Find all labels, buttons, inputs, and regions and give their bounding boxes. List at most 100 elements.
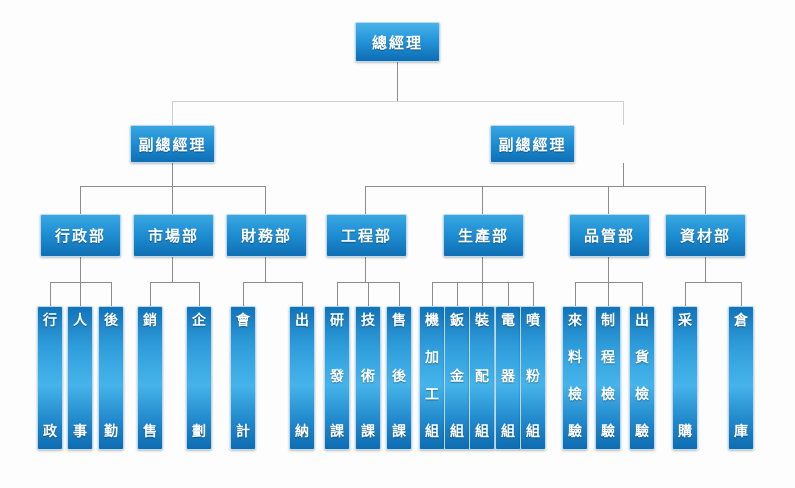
connector-u13-drop (482, 282, 483, 306)
connector-u04-drop (150, 282, 151, 306)
node-general-manager[interactable]: 總經理 (355, 22, 440, 62)
connector-root-stem (397, 62, 398, 101)
connector-u17-drop (608, 282, 609, 306)
connector-admin-stem (80, 257, 81, 282)
node-unit-sales[interactable]: 銷售 (137, 306, 163, 450)
node-unit-powdercoat-team[interactable]: 噴粉組 (520, 306, 546, 450)
connector-engineering-drop (365, 186, 366, 214)
node-label-char: 技 (361, 313, 375, 329)
node-label: 市場部 (147, 227, 199, 245)
node-dept-admin[interactable]: 行政部 (40, 214, 121, 257)
node-label-char: 課 (361, 424, 375, 441)
node-unit-purchasing[interactable]: 采購 (672, 306, 698, 450)
node-label-char: 勤 (104, 424, 118, 441)
connector-materials-stem (705, 257, 706, 282)
node-label-char: 庫 (734, 424, 748, 441)
node-label-char: 裝 (475, 313, 489, 329)
node-dept-production[interactable]: 生產部 (443, 214, 524, 257)
node-dept-materials[interactable]: 資材部 (665, 214, 746, 257)
node-unit-planning[interactable]: 企劃 (186, 306, 212, 450)
node-unit-rnd-section[interactable]: 研發課 (324, 306, 350, 450)
connector-marketing-stem (172, 257, 173, 282)
connector-vp1-stem (172, 163, 173, 186)
node-label: 生產部 (457, 227, 509, 245)
connector-u02-drop (80, 282, 81, 306)
node-deputy-gm-2[interactable]: 副總經理 (490, 125, 575, 163)
node-unit-hr[interactable]: 人事 (67, 306, 93, 450)
node-label-char: 政 (43, 424, 57, 441)
node-label-char: 制 (601, 313, 615, 329)
connector-qc-drop (608, 186, 609, 214)
connector-finance-bus (243, 282, 302, 283)
node-label-char: 貨 (635, 350, 649, 367)
node-unit-accounting[interactable]: 會計 (230, 306, 256, 450)
node-unit-outgoing-inspection[interactable]: 出貨檢驗 (629, 306, 655, 450)
node-label-char: 事 (73, 424, 87, 441)
connector-u16-drop (575, 282, 576, 306)
node-label-char: 加 (425, 350, 439, 367)
node-unit-sheetmetal-team[interactable]: 鈑金組 (444, 306, 470, 450)
connector-u07-drop (302, 282, 303, 306)
node-label-char: 組 (526, 424, 540, 441)
node-label-char: 研 (330, 313, 344, 329)
node-deputy-gm-1[interactable]: 副總經理 (130, 125, 215, 163)
node-label-char: 出 (295, 313, 309, 329)
node-label-char: 驗 (568, 424, 582, 441)
node-unit-process-inspection[interactable]: 制程檢驗 (595, 306, 621, 450)
node-label-char: 後 (104, 313, 118, 329)
node-label-char: 配 (475, 368, 489, 385)
node-dept-marketing[interactable]: 市場部 (133, 214, 214, 257)
node-label-char: 課 (392, 424, 406, 441)
node-unit-technology-section[interactable]: 技術課 (355, 306, 381, 450)
connector-u03-drop (111, 282, 112, 306)
connector-u20-drop (741, 282, 742, 306)
connector-finance-drop (265, 186, 266, 214)
node-unit-assembly-team[interactable]: 裝配組 (469, 306, 495, 450)
node-label: 副總經理 (498, 135, 567, 154)
connector-u05-drop (199, 282, 200, 306)
connector-vp1-drop (172, 101, 173, 125)
connector-u18-drop (642, 282, 643, 306)
connector-u10-drop (399, 282, 400, 306)
node-unit-electrical-team[interactable]: 電器組 (495, 306, 521, 450)
node-unit-cashier[interactable]: 出納 (289, 306, 315, 450)
node-label-char: 倉 (734, 313, 748, 329)
node-label-char: 納 (295, 424, 309, 441)
connector-u09-drop (368, 282, 369, 306)
connector-production-drop (482, 186, 483, 214)
connector-level1-bus (172, 101, 623, 102)
connector-u06-drop (243, 282, 244, 306)
node-label: 行政部 (54, 227, 106, 245)
node-label-char: 噴 (526, 313, 540, 329)
node-unit-logistics[interactable]: 後勤 (98, 306, 124, 450)
node-label-char: 程 (601, 350, 615, 367)
connector-u14-drop (508, 282, 509, 306)
node-label-char: 粉 (526, 368, 540, 385)
node-label-char: 料 (568, 350, 582, 367)
node-dept-engineering[interactable]: 工程部 (326, 214, 407, 257)
node-label-char: 器 (501, 368, 515, 385)
node-label-char: 采 (678, 313, 692, 329)
node-unit-incoming-inspection[interactable]: 來料檢驗 (562, 306, 588, 450)
node-label-char: 劃 (192, 424, 206, 441)
node-label-char: 金 (450, 368, 464, 385)
node-label: 總經理 (371, 33, 423, 52)
node-label-char: 售 (143, 424, 157, 441)
node-unit-after-sales-section[interactable]: 售後課 (386, 306, 412, 450)
node-unit-admin-affairs[interactable]: 行政 (37, 306, 63, 450)
node-label-char: 組 (475, 424, 489, 441)
node-label-char: 電 (501, 313, 515, 329)
connector-finance-stem (265, 257, 266, 282)
node-label-char: 會 (236, 313, 250, 329)
node-dept-finance[interactable]: 財務部 (226, 214, 307, 257)
node-label-char: 組 (501, 424, 515, 441)
node-label-char: 課 (330, 424, 344, 441)
node-label-char: 鈑 (450, 313, 464, 329)
node-label-char: 企 (192, 313, 206, 329)
node-unit-warehouse[interactable]: 倉庫 (728, 306, 754, 450)
node-unit-machining-team[interactable]: 機加工組 (419, 306, 445, 450)
node-dept-qc[interactable]: 品管部 (569, 214, 650, 257)
node-label-char: 銷 (143, 313, 157, 329)
node-label-char: 行 (43, 313, 57, 329)
